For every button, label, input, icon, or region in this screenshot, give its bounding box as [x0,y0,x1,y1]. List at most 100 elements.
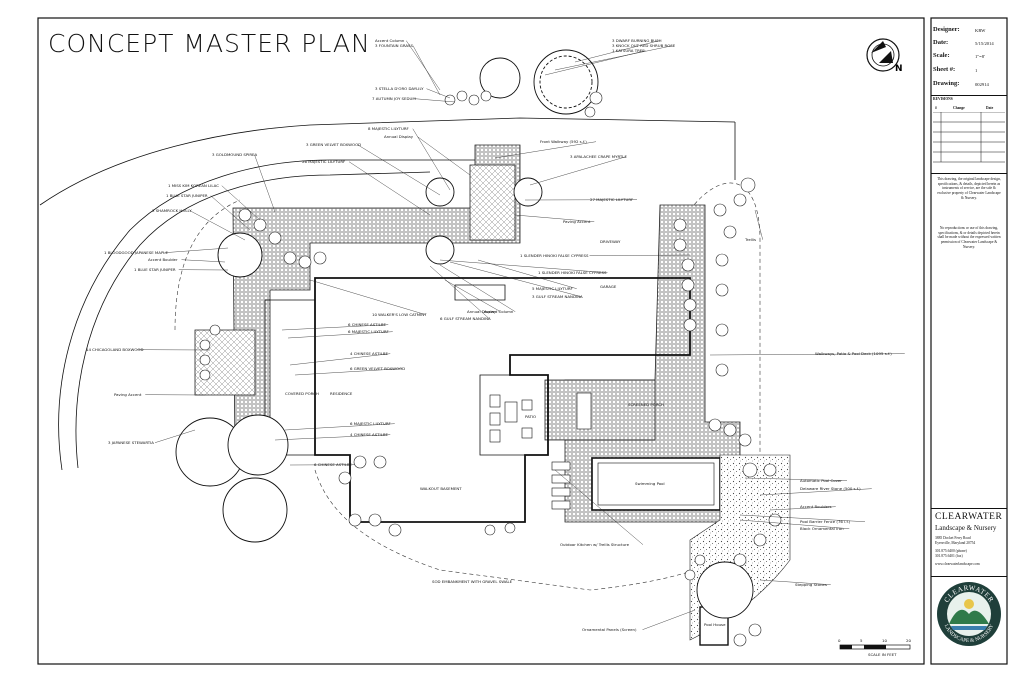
scale-tick-3: 20 [906,638,911,643]
room-covered-porch: COVERED PORCH [285,391,319,396]
callout-label: 4 CHINESE ASTILBE [350,351,389,356]
plan-title: CONCEPT MASTER PLAN [48,29,371,58]
room-driveway: DRIVEWAY [600,239,621,244]
leader-line [759,579,831,585]
scale-tick-1: 5 [860,638,863,643]
date-value: 5/15/2014 [975,41,994,46]
callout-label: 3 APALACHEE CRAPE MYRTLE [570,154,627,159]
callout-label: 7 AUTUMN JOY SEDUM [372,96,416,101]
leader-line [554,469,644,545]
callout-label: 4 CHINESE ASTILBE [350,432,389,437]
room-pool-house: Pool House [704,622,726,627]
leader-line [154,429,196,443]
callout-label: 1 BLUE STAR JUNIPER [166,193,208,198]
callout-label: 1 SLENDER HINOKI FALSE CYPRESS [520,253,589,258]
leader-line [449,261,582,297]
divider [931,95,1007,96]
road-curves [39,117,736,471]
house-footprint [264,277,691,523]
leader-line [414,98,456,103]
leader-line [406,40,441,91]
designer-row: Designer:KRW [933,26,985,33]
leader-line [529,156,627,186]
leader-line [289,353,391,366]
callout-label: 1 BLUE STAR JUNIPER [134,267,176,272]
leader-line [164,247,229,253]
leader-line [412,45,441,96]
scale-label: SCALE IN FEET [868,652,897,657]
scale-tick-2: 10 [882,638,887,643]
leader-line [444,279,501,312]
callout-label: Annual Display [467,309,497,314]
callout-label: 26 MAJESTIC LILYTURF [302,159,346,164]
leader-line [554,45,673,71]
leader-line [494,141,597,159]
leader-line [429,265,490,319]
date-label: Date: [933,39,949,46]
room-residence: RESIDENCE [330,391,353,396]
room-walkout-basement: WALKOUT BASEMENT [420,486,462,491]
callout-label: Ornamental Panels (Screen) [582,627,637,632]
callout-label: 3 DWARF BURNING BUSH [612,38,662,43]
leader-line [574,40,660,63]
reproduction-note: No reproductions or use of this drawing,… [937,226,1001,249]
north-label: N [895,64,903,74]
leader-line [754,209,763,240]
title-block: Designer:KRW Date:5/15/2014 Scale:1"=8' … [931,18,1007,664]
callout-label: 8 MAJESTIC LILYTURF [368,126,410,131]
company-logo: CLEARWATER LANDSCAPE & NURSERY [937,582,1001,646]
leader-line [642,609,696,630]
leader-line [181,259,226,263]
leader-line [274,434,391,441]
callout-label: Outdoor Kitchen w/ Trellis Structure [560,542,630,547]
copyright-note: This drawing, the original landscape des… [937,177,1001,200]
fax-line: 301.875.6401 (fax) [935,554,963,558]
scale-bar: 0 5 10 20 SCALE IN FEET [838,638,911,657]
sheet-label: Sheet #: [933,66,956,73]
leader-line [426,88,451,99]
rev-col-date: Date [986,106,994,110]
leader-line [348,161,431,216]
leader-line [294,368,402,376]
leader-line [589,254,691,256]
callout-label: 5 MAJESTIC LILYTURF [532,286,574,291]
pool-label: Swimming Pool [635,481,665,486]
leader-line [412,128,451,191]
room-patio: PATIO [525,414,536,419]
callout-label: 1 BLOODGOOD JAPANESE MAPLE [104,250,168,255]
callout-label: 6 GULF STREAM NANDINA [440,316,491,321]
sheet-row: Sheet #: 1 [933,66,977,73]
drawing-label: Drawing: [933,80,960,87]
north-arrow-icon: N [866,38,903,74]
leader-line [309,279,426,315]
callout-label: Front Walkway (592 s.f.) [540,139,587,144]
leader-line [210,195,251,231]
drawing-row: Drawing:002914 [933,80,989,87]
address-line-2: Eyersville, Maryland 20754 [935,541,976,545]
leader-line [477,259,577,289]
tree-canopies [175,49,754,619]
callout-label: 1 SLENDER HINOKI FALSE CYPRESS [538,270,607,275]
divider [931,508,1007,509]
titleblock-border [930,17,1008,665]
divider [931,576,1007,577]
callout-label: Black Ornamental Iron [800,526,844,531]
callout-label: 3 STELLA D'ORO DAYLILY [375,86,424,91]
callout-label: Stepping Stones [795,582,827,587]
callout-label: 6 CHINESE ASTILBE [348,322,387,327]
leader-line [221,185,261,221]
sheet-value: 1 [975,68,978,73]
web-line: www.clearwaterlandscape.com [935,562,980,566]
leader-line [514,214,595,222]
callout-label: 27 MAJESTIC LILYTURF [590,197,634,202]
callout-label: Automatic Pool Cover [800,478,842,483]
callout-label: 3 FOUNTAIN GRASS [375,43,413,48]
scale-row: Scale:1"=8' [933,52,985,59]
leader-line [544,50,646,76]
patio-furniture [489,392,592,443]
callout-label: Delaware River Stone (500 s.f.) [800,486,861,491]
scale-tick-0: 0 [838,638,841,643]
callout-label: Accent Column [375,38,405,43]
